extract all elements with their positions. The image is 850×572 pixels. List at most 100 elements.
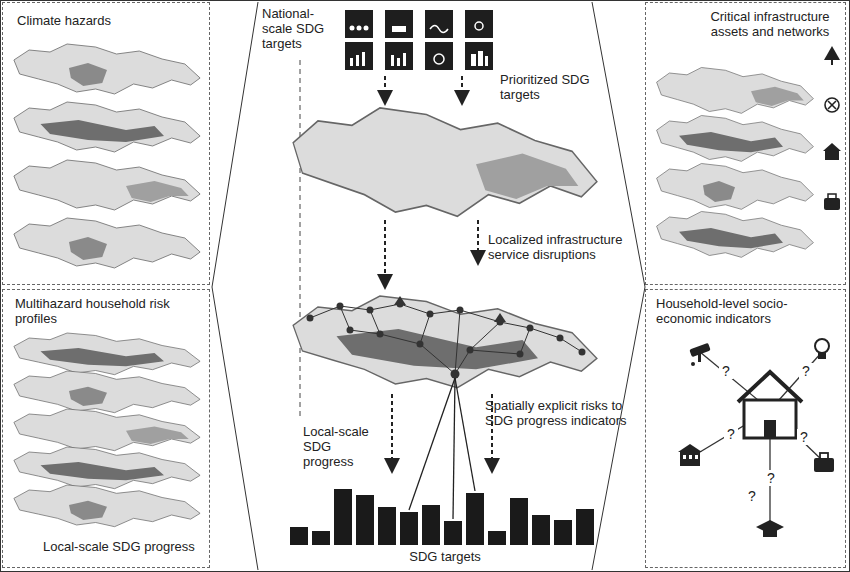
g-shape bbox=[310, 304, 582, 374]
circle-shape bbox=[377, 331, 384, 338]
rect-shape bbox=[444, 521, 462, 545]
rect-shape bbox=[290, 527, 308, 545]
use-shape bbox=[657, 68, 814, 114]
line-shape bbox=[455, 378, 475, 491]
use-shape bbox=[657, 116, 814, 162]
use-shape bbox=[14, 333, 200, 375]
circle-shape bbox=[337, 303, 344, 310]
rect-shape bbox=[532, 515, 550, 545]
g-shape bbox=[678, 339, 834, 537]
polyline-shape bbox=[310, 304, 582, 352]
line-shape bbox=[409, 378, 455, 510]
rect-shape bbox=[554, 520, 572, 545]
line-shape bbox=[461, 76, 463, 102]
rect-shape bbox=[510, 498, 528, 545]
rect-shape bbox=[385, 42, 413, 70]
rect-shape bbox=[345, 42, 373, 70]
infrastructure-layers bbox=[657, 68, 814, 258]
circle-shape bbox=[307, 315, 314, 322]
line-shape bbox=[470, 322, 500, 350]
circle-shape bbox=[557, 335, 564, 342]
stage-label: Localized infrastructure service disrupt… bbox=[488, 232, 624, 262]
circle-shape bbox=[457, 307, 464, 314]
rect-shape bbox=[576, 509, 594, 545]
rect-shape bbox=[763, 530, 777, 537]
rect-shape bbox=[831, 60, 833, 65]
polygon-shape bbox=[494, 313, 506, 322]
use-shape bbox=[14, 160, 200, 210]
rect-shape bbox=[397, 58, 400, 66]
rect-shape bbox=[825, 151, 839, 160]
rect-shape bbox=[425, 42, 453, 70]
line-shape bbox=[384, 76, 386, 102]
circle-shape bbox=[691, 362, 695, 366]
rect-shape bbox=[488, 531, 506, 545]
use-shape bbox=[14, 485, 200, 527]
line-shape bbox=[453, 378, 455, 519]
rect-shape bbox=[422, 505, 440, 545]
circle-shape bbox=[357, 26, 362, 31]
rect-shape bbox=[385, 10, 413, 38]
rect-shape bbox=[485, 56, 488, 66]
rect-shape bbox=[362, 52, 365, 66]
circle-shape bbox=[367, 307, 374, 314]
line-shape bbox=[828, 101, 836, 109]
circle-shape bbox=[350, 26, 355, 31]
panel-box: Critical infrastructure assets and netwo… bbox=[645, 2, 846, 285]
rect-shape bbox=[818, 353, 826, 359]
use-shape bbox=[14, 409, 200, 451]
polygon-shape bbox=[823, 143, 841, 151]
rect-shape bbox=[312, 531, 330, 545]
line-shape bbox=[420, 314, 430, 344]
rect-shape bbox=[334, 489, 352, 545]
question-mark: ? bbox=[719, 363, 733, 379]
use-shape bbox=[657, 164, 814, 210]
circle-shape bbox=[527, 325, 534, 332]
line-shape bbox=[300, 60, 301, 418]
line-shape bbox=[828, 101, 836, 109]
question-mark: ? bbox=[799, 363, 813, 379]
stage-label: Local-scale SDG progress bbox=[303, 424, 375, 469]
panel-title: Multihazard household risk profiles bbox=[15, 296, 205, 326]
rect-shape bbox=[471, 54, 476, 66]
national-map bbox=[293, 108, 597, 216]
polygon-shape bbox=[394, 296, 406, 305]
rect-shape bbox=[465, 42, 493, 70]
line-shape bbox=[391, 394, 393, 470]
rect-shape bbox=[392, 26, 406, 32]
g-shape bbox=[307, 296, 586, 379]
rect-shape bbox=[403, 53, 406, 66]
panel-title: Climate hazards bbox=[17, 13, 197, 28]
circle-shape bbox=[467, 347, 474, 354]
rect-shape bbox=[764, 420, 776, 438]
polygon-shape bbox=[678, 444, 702, 452]
polygon-shape bbox=[824, 46, 840, 60]
rect-shape bbox=[391, 55, 394, 66]
network-map bbox=[293, 296, 597, 388]
circle-shape bbox=[451, 370, 460, 379]
question-mark: ? bbox=[724, 426, 738, 442]
rect-shape bbox=[400, 512, 418, 545]
question-mark: ? bbox=[745, 488, 759, 504]
circle-shape bbox=[364, 26, 369, 31]
household-icons bbox=[678, 339, 834, 537]
path-shape bbox=[430, 26, 448, 33]
rect-shape bbox=[378, 507, 396, 545]
rect-shape bbox=[695, 455, 698, 459]
rect-shape bbox=[425, 10, 453, 38]
stage-label: Spatially explicit risks to SDG progress… bbox=[485, 398, 637, 428]
circle-shape bbox=[417, 341, 424, 348]
sdg-icons bbox=[345, 10, 493, 70]
circle-shape bbox=[579, 349, 586, 356]
rect-shape bbox=[356, 55, 359, 66]
g-shape bbox=[350, 22, 489, 66]
circle-shape bbox=[815, 339, 829, 353]
use-shape bbox=[293, 108, 597, 216]
use-shape bbox=[14, 44, 200, 94]
rect-shape bbox=[698, 352, 701, 362]
household-links bbox=[690, 352, 824, 522]
rect-shape bbox=[680, 452, 700, 466]
